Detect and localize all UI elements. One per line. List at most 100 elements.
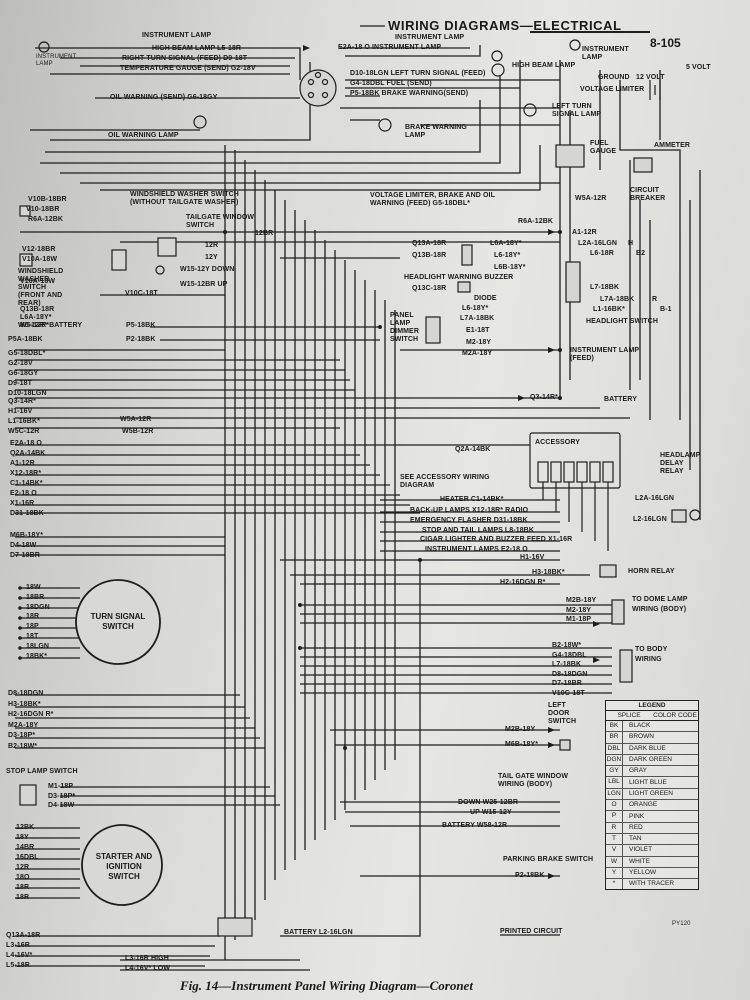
tailgate-down-label: DOWN W25-12BR <box>458 799 519 806</box>
l3-high-label: L3-16R HIGH <box>125 955 169 962</box>
legend-row: LBL LIGHT BLUE <box>606 777 698 789</box>
label-l1: L1-16BK* <box>593 306 625 313</box>
label-l6a: L6A-18Y* <box>490 240 522 247</box>
legend-color-name: GRAY <box>629 767 647 775</box>
label-battery: BATTERY <box>604 396 637 403</box>
left-edge-wire-label: X1-16R <box>10 500 35 507</box>
figure-caption: Fig. 14—Instrument Panel Wiring Diagram—… <box>180 978 473 993</box>
legend-code: LGN <box>606 788 623 800</box>
left-edge-wire-label: L6A-18Y* <box>20 314 52 321</box>
label-instrument-lamp-right: INSTRUMENT LAMP <box>582 46 629 61</box>
label-accessory: ACCESSORY <box>535 439 580 446</box>
legend-color-name: ORANGE <box>629 801 658 809</box>
label-a1: A1-12R <box>572 229 597 236</box>
starter-wire-label: 14BR <box>16 844 35 851</box>
legend-color-name: LIGHT BLUE <box>629 778 667 786</box>
label-l7a-18bk: L7A-18BK <box>460 315 495 322</box>
left-edge-wire-label: Q13B-18R <box>20 306 55 313</box>
turn-signal-switch-label: TURN SIGNAL SWITCH <box>90 612 146 631</box>
bottom-left-wire-label: L4-16V* <box>6 952 33 959</box>
label-q2a: Q2A-14BK <box>455 446 491 453</box>
left-door-wire-label: M2B-18Y <box>505 726 536 733</box>
body-wiring-wire-label: L7-18BK <box>552 661 582 668</box>
label-right-turn: RIGHT TURN SIGNAL (FEED) D9-18T <box>122 55 248 62</box>
label-p5: P5-18BK BRAKE WARNING(SEND) <box>350 90 469 97</box>
legend-color-name: DARK GREEN <box>629 756 672 764</box>
legend-code: LBL <box>606 777 623 788</box>
turn-signal-wire-label: 18BK* <box>26 652 48 660</box>
page-number: 8-105 <box>650 36 681 50</box>
battery-l2-label: BATTERY L2-16LGN <box>284 929 353 936</box>
stop-lamp-switch-label: STOP LAMP SWITCH <box>6 768 78 775</box>
label-instrument-lamp-feed: INSTRUMENT LAMP (FEED) <box>570 347 640 362</box>
label-horn-relay: HORN RELAY <box>628 568 675 575</box>
left-edge-wire-label: E2A-18 O <box>10 440 42 447</box>
left-edge-wire-label: V10-18BR <box>26 206 60 213</box>
left-edge-wire-label: L1-16BK* <box>8 418 40 425</box>
legend-code: R <box>606 822 623 833</box>
tailgate-up-label: UP W15-12Y <box>470 809 512 816</box>
legend-color-name: BROWN <box>629 733 654 741</box>
label-windshield-front-rear: WINDSHIELD WASHER SWITCH (FRONT AND REAR… <box>18 268 64 307</box>
legend-code: * <box>606 879 623 890</box>
starter-wire-label: 16DBL <box>16 854 39 861</box>
label-w5a: W5A-12R <box>120 416 152 423</box>
label-r-tag: R <box>652 296 658 303</box>
label-circuit-breaker: CIRCUIT BREAKER <box>630 187 666 202</box>
left-edge-wire-label: R6A-12BK <box>28 216 64 223</box>
left-edge-wire-label: C1-14BK* <box>10 480 43 487</box>
label-ground: GROUND <box>598 74 630 81</box>
lower-left-wire-label: H2-16DGN R* <box>8 711 54 718</box>
legend-splice: SPLICE <box>617 712 641 719</box>
legend-color-code: COLOR CODE <box>653 712 697 719</box>
label-left-turn-lamp: LEFT TURN SIGNAL LAMP <box>552 103 602 118</box>
left-edge-wire-label: V10B-18BR <box>28 196 67 203</box>
label-q13c: Q13C-18R <box>412 285 447 292</box>
left-edge-wire-label: G2-18V <box>8 360 33 367</box>
label-l6-18y: L6-18Y* <box>494 252 521 259</box>
label-tailgate-window-switch: TAILGATE WINDOW SWITCH <box>186 214 255 229</box>
body-wiring-wire-label: V10C-18T <box>552 689 585 697</box>
label-e2a: E2A-18 O INSTRUMENT LAMP <box>338 44 442 51</box>
left-edge-wire-label: Q2A-14BK <box>10 450 46 457</box>
label-h1: H1-16V <box>520 554 545 561</box>
label-oil-warning-lamp: OIL WARNING LAMP <box>108 132 179 139</box>
label-stop: STOP AND TAIL LAMPS L8-18BK <box>422 527 534 534</box>
label-q13a: Q13A-18R <box>412 240 447 247</box>
body-wiring-label: TO BODY WIRING <box>635 646 668 663</box>
legend-color-name: WITH TRACER <box>629 880 675 888</box>
label-ws-12br: 12BR <box>255 230 274 237</box>
stop-lamp-wire-label: D3-18P* <box>48 792 76 800</box>
turn-signal-wire-label: 18LGN <box>26 642 50 650</box>
label-headlight-buzzer: HEADLIGHT WARNING BUZZER <box>404 274 514 281</box>
dome-lamp-label: TO DOME LAMP WIRING (BODY) <box>632 596 688 613</box>
label-l2a: L2A-16LGN <box>578 240 618 247</box>
turn-signal-wire-label: 18DGN <box>26 603 50 611</box>
label-cigar: CIGAR LIGHTER AND BUZZER FEED X1-16R <box>420 536 573 543</box>
bottom-left-wire-label: L3-16R <box>6 942 30 949</box>
parking-brake-label: PARKING BRAKE SWITCH <box>503 856 594 863</box>
label-windshield-washer: WINDSHIELD WASHER SWITCH (WITHOUT TAILGA… <box>130 191 239 206</box>
label-high-beam-lamp: HIGH BEAM LAMP <box>512 62 576 69</box>
left-edge-wire-label: V10A-18W <box>20 278 56 285</box>
lower-left-wire-label: D3-18P* <box>8 732 36 739</box>
label-instrument-lamp-left: INSTRUMENT LAMP <box>142 32 212 39</box>
label-fuel-gauge: FUEL GAUGE <box>590 140 617 155</box>
header-title: WIRING DIAGRAMS—ELECTRICAL <box>388 18 622 33</box>
body-wiring-wire-label: D7-18BR <box>552 680 582 687</box>
left-edge-wire-label: M6B-18Y* <box>10 532 44 539</box>
left-edge-wire-label: H1-16V <box>8 408 33 415</box>
label-m2a: M2A-18Y <box>462 350 493 357</box>
label-e1: E1-18T <box>466 327 490 334</box>
label-brake-warning-lamp: BRAKE WARNING LAMP <box>405 124 467 139</box>
left-edge-wire-label: D9-18T <box>8 380 32 387</box>
legend-row: * WITH TRACER <box>606 879 698 890</box>
